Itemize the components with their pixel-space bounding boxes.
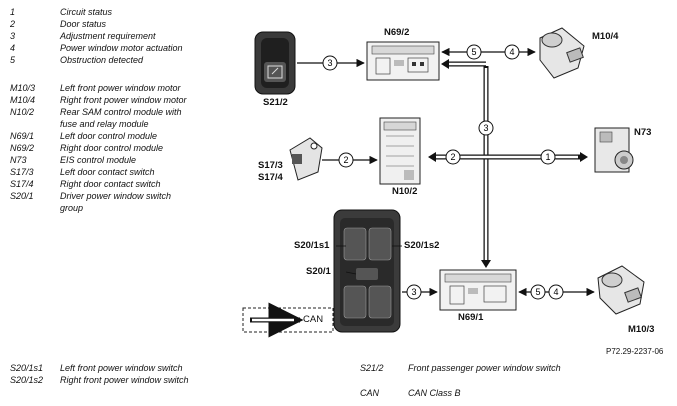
- legend-text: Front passenger power window switch: [408, 363, 561, 373]
- label-s21-2: S21/2: [263, 97, 288, 108]
- label-m10-4: M10/4: [592, 31, 619, 42]
- legend-key: 4: [10, 43, 16, 53]
- legend-key: S20/1s2: [10, 375, 44, 385]
- circle-label: 4: [509, 47, 514, 57]
- legend-key: S20/1: [10, 191, 34, 201]
- legend-text: Right front power window switch: [60, 375, 189, 385]
- legend-key: N69/2: [10, 143, 35, 153]
- legend-text: Left door contact switch: [60, 167, 155, 177]
- legend-text: Door status: [60, 19, 107, 29]
- door-contact-switch: [289, 137, 323, 181]
- eis-control-module: [594, 127, 634, 173]
- legend-key: S21/2: [360, 363, 384, 373]
- legend-key: N69/1: [10, 131, 35, 141]
- legend-key: 2: [10, 19, 16, 29]
- circle-label: 3: [411, 287, 416, 297]
- passenger-window-switch: [254, 31, 296, 95]
- legend-text: fuse and relay module: [60, 119, 149, 129]
- right-door-control-module: [366, 41, 440, 81]
- label-can: CAN: [303, 314, 324, 325]
- label-s20-1: S20/1: [306, 266, 331, 277]
- legend-key: N10/2: [10, 107, 35, 117]
- legend-text: EIS control module: [60, 155, 137, 165]
- legend-text: Obstruction detected: [60, 55, 144, 65]
- legend-text: Circuit status: [60, 7, 113, 17]
- legend-key: S17/4: [10, 179, 34, 189]
- legend-key: S20/1s1: [10, 363, 44, 373]
- circle-label: 4: [553, 287, 558, 297]
- legend-key: N73: [10, 155, 27, 165]
- label-s17-4: S17/4: [258, 172, 283, 183]
- circle-label: 1: [545, 152, 550, 162]
- legend-text: Power window motor actuation: [60, 43, 183, 53]
- legend-text: Adjustment requirement: [60, 31, 156, 41]
- legend-key: 1: [10, 7, 16, 17]
- legend-text: group: [60, 203, 84, 213]
- legend-text: Left door control module: [60, 131, 158, 141]
- can-legend-box: [242, 302, 334, 338]
- legend-text: Rear SAM control module with: [60, 107, 182, 117]
- label-n69-2: N69/2: [384, 27, 410, 38]
- circle-label: 3: [483, 123, 488, 133]
- legend-key: 3: [10, 31, 16, 41]
- legend-text: Right door control module: [60, 143, 164, 153]
- label-s20-1s1: S20/1s1: [294, 240, 330, 251]
- circle-label: 5: [535, 287, 540, 297]
- reference-code: P72.29-2237-06: [606, 347, 664, 356]
- label-n10-2: N10/2: [392, 186, 418, 197]
- label-n69-1: N69/1: [458, 312, 484, 323]
- legend-text: CAN Class B: [408, 388, 461, 398]
- label-s17-3: S17/3: [258, 160, 283, 171]
- legend-text: Left front power window switch: [60, 363, 183, 373]
- legend-key: M10/4: [10, 95, 36, 105]
- circle-label: 2: [450, 152, 455, 162]
- legend-text: Right door contact switch: [60, 179, 161, 189]
- right-window-motor: [539, 27, 585, 79]
- legend-key: M10/3: [10, 83, 36, 93]
- legend-key: 5: [10, 55, 16, 65]
- legend-key: S17/3: [10, 167, 34, 177]
- legend-text: Left front power window motor: [60, 83, 181, 93]
- circle-label: 5: [471, 47, 476, 57]
- label-m10-3: M10/3: [628, 324, 655, 335]
- circle-label: 3: [327, 58, 332, 68]
- label-n73: N73: [634, 127, 652, 138]
- left-door-control-module: [439, 269, 517, 311]
- circle-label: 2: [343, 155, 348, 165]
- driver-window-switch-group: [333, 209, 401, 333]
- legend-text: Right front power window motor: [60, 95, 187, 105]
- left-window-motor: [597, 265, 645, 315]
- legend-text: Driver power window switch: [60, 191, 172, 201]
- rear-sam-module: [379, 117, 421, 185]
- legend-key: CAN: [360, 388, 380, 398]
- circle-markers: 3 5 4 3 2 2 1 3 5 4: [322, 44, 564, 300]
- label-s20-1s2: S20/1s2: [404, 240, 440, 251]
